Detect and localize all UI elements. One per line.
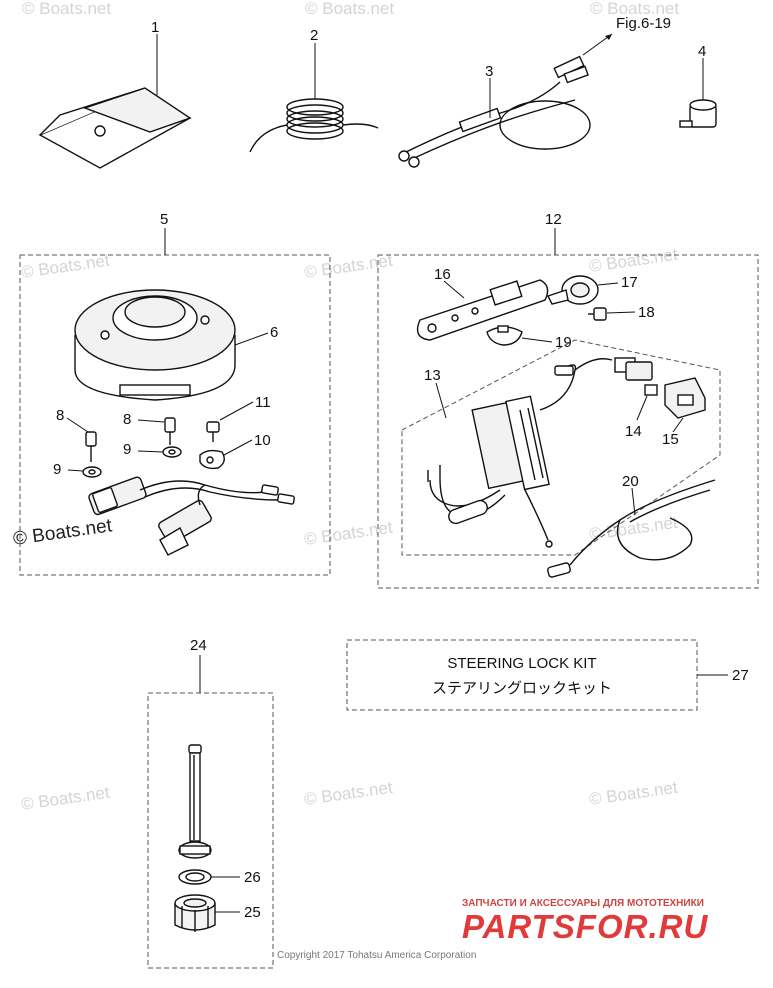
footer: Copyright 2017 Tohatsu America Corporati… — [277, 898, 708, 961]
watermark: © Boats.net — [303, 518, 394, 549]
part-19-band: 19 — [486, 325, 572, 351]
callout-24: 24 — [190, 637, 207, 654]
callout-8b: 8 — [123, 411, 131, 428]
part-17-clamp: 17 — [547, 274, 638, 305]
callout-12: 12 — [545, 211, 562, 228]
callout-25: 25 — [244, 904, 261, 921]
part-25-nut: 25 — [174, 894, 261, 932]
callout-1: 1 — [151, 19, 159, 36]
part-10-clamp: 10 — [199, 432, 271, 470]
callout-16: 16 — [434, 266, 451, 283]
kit-title-en: STEERING LOCK KIT — [447, 655, 596, 672]
callout-10: 10 — [254, 432, 271, 449]
callout-4: 4 — [698, 43, 706, 60]
callout-11: 11 — [255, 394, 271, 411]
magneto-coils — [88, 476, 295, 556]
watermark: © Boats.net — [303, 778, 394, 809]
kit-27-steering-lock: STEERING LOCK KIT ステアリングロックキット 27 — [346, 639, 749, 711]
kit-title-jp: ステアリングロックキット — [432, 680, 612, 697]
callout-2: 2 — [310, 27, 318, 44]
callout-3: 3 — [485, 63, 493, 80]
callout-18: 18 — [638, 304, 655, 321]
watermark: © Boats.net — [588, 513, 679, 544]
watermark: © Boats.net — [588, 778, 679, 809]
part-2-spring: 2 — [249, 27, 379, 153]
brand-tagline: ЗАПЧАСТИ И АКСЕССУАРЫ ДЛЯ МОТОТЕХНИКИ — [462, 898, 704, 909]
watermark: © Boats.net — [590, 0, 679, 18]
callout-13: 13 — [424, 367, 441, 384]
watermark: © Boats.net — [305, 0, 394, 18]
part-3-lead-wire: 3 Fig.6-19 — [398, 15, 671, 168]
group-5-magneto: 5 6 8 8 9 — [19, 211, 331, 576]
part-8-screw: 8 8 — [56, 407, 176, 462]
copyright-text: Copyright 2017 Tohatsu America Corporati… — [277, 950, 476, 961]
figure-reference: Fig.6-19 — [616, 15, 671, 32]
part-20-cord: 20 — [547, 473, 716, 578]
watermark: © Boats.net — [588, 245, 679, 276]
callout-9a: 9 — [53, 461, 61, 478]
part-16-plate: 16 — [416, 266, 549, 341]
callout-15: 15 — [662, 431, 679, 448]
part-11-bolt: 11 — [206, 394, 271, 442]
part-4-cap: 4 — [679, 43, 717, 128]
watermark: © Boats.net — [20, 783, 111, 814]
part-18-bolt: 18 — [588, 304, 655, 321]
watermark: © Boats.net — [20, 251, 111, 282]
brand-logo: PARTSFOR.RU — [462, 908, 708, 945]
part-1-pouch: 1 — [38, 19, 192, 169]
part-14-connector: 14 — [625, 361, 658, 440]
callout-8a: 8 — [56, 407, 64, 424]
watermark: © Boats.net — [22, 0, 111, 18]
callout-20: 20 — [622, 473, 639, 490]
callout-27: 27 — [732, 667, 749, 684]
callout-9b: 9 — [123, 441, 131, 458]
callout-26: 26 — [244, 869, 261, 886]
callout-17: 17 — [621, 274, 638, 291]
callout-5: 5 — [160, 211, 168, 228]
callout-6: 6 — [270, 324, 278, 341]
callout-19: 19 — [555, 334, 572, 351]
callout-14: 14 — [625, 423, 642, 440]
part-15-coupler: 15 — [662, 377, 706, 448]
group-24-shaft: 24 — [147, 637, 274, 969]
part-6-flywheel: 6 — [74, 289, 278, 401]
part-9-washer: 9 9 — [53, 441, 182, 478]
part-13-rectifier: 13 — [401, 339, 721, 556]
part-26-oring: 26 — [178, 869, 261, 886]
watermark-dark: © Boats.net — [12, 515, 114, 550]
group-12-rectifier-kit: 12 16 17 18 — [377, 211, 759, 589]
